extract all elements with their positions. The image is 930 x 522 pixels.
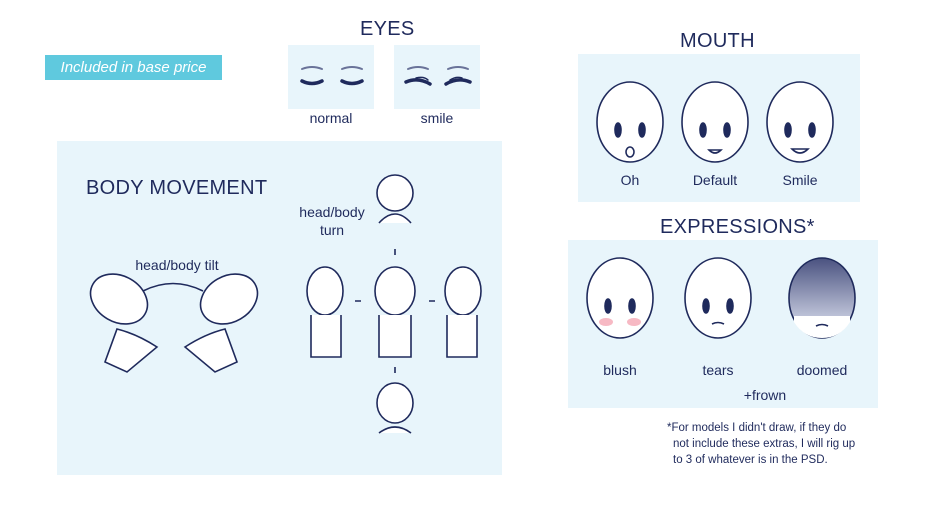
eyes-normal-panel: [288, 45, 374, 109]
expressions-title: EXPRESSIONS*: [660, 216, 815, 238]
expr-frown-label: +frown: [743, 387, 787, 403]
face-doomed: [788, 257, 856, 339]
included-badge: Included in base price: [45, 55, 222, 80]
tilt-label: head/body tilt: [135, 257, 219, 273]
mouth-smile-label: Smile: [782, 172, 818, 188]
expr-doomed-label: doomed: [796, 362, 848, 378]
face-default: [681, 81, 749, 163]
eyes-title: EYES: [360, 18, 415, 40]
mouth-panel: Oh Default Smile: [578, 54, 860, 202]
face-oh: [596, 81, 664, 163]
footnote-line: to 3 of whatever is in the PSD.: [673, 454, 828, 466]
turn-figures: [306, 174, 482, 434]
mouth-faces: [596, 81, 834, 163]
expr-tears-label: tears: [702, 362, 734, 378]
eyes-smile-label: smile: [420, 110, 454, 126]
expr-blush-label: blush: [603, 362, 637, 378]
footnote-line: not include these extras, I will rig up: [673, 438, 856, 450]
footnote: *For models I didn't draw, if they do no…: [667, 420, 887, 468]
eyes-normal-icon: [300, 66, 364, 86]
expression-faces: [586, 257, 856, 339]
body-movement-panel: BODY MOVEMENT head/body tilt head/body tu…: [57, 141, 502, 475]
tilt-figure-left: [89, 273, 159, 373]
face-tears: [684, 257, 752, 339]
expressions-panel: blush tears doomed +frown: [568, 240, 878, 408]
face-smile: [766, 81, 834, 163]
body-movement-illustration: [89, 174, 482, 434]
mouth-default-label: Default: [692, 172, 738, 188]
tilt-figure-right: [183, 273, 259, 373]
mouth-oh-label: Oh: [620, 172, 640, 188]
eyes-smile-icon: [404, 66, 472, 86]
mouth-title: MOUTH: [680, 30, 755, 52]
turn-label-1: head/body: [299, 204, 365, 220]
eyes-normal-label: normal: [309, 110, 353, 126]
turn-label-2: turn: [319, 222, 345, 238]
face-blush: [586, 257, 654, 339]
footnote-line: *For models I didn't draw, if they do: [667, 422, 847, 434]
eyes-smile-panel: [394, 45, 480, 109]
turn-label: head/body turn: [282, 203, 382, 239]
body-movement-title: BODY MOVEMENT: [86, 177, 268, 199]
